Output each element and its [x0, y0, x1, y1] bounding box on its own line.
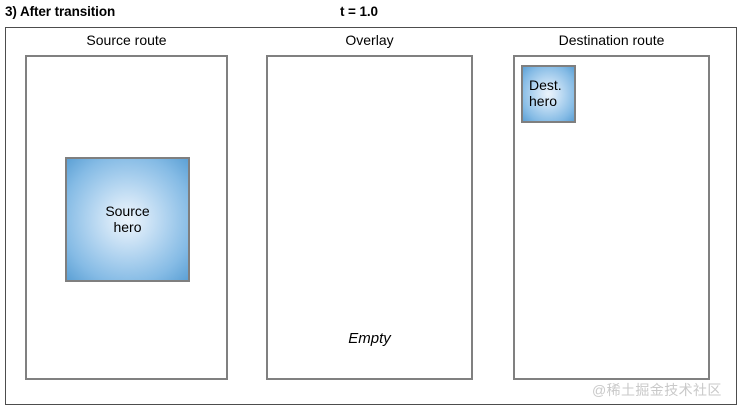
- destination-hero-label-line1: Dest.: [529, 77, 562, 94]
- time-label: t = 1.0: [340, 4, 378, 19]
- panel-source-route: Source route Source hero: [25, 32, 228, 380]
- header: 3) After transition t = 1.0: [0, 0, 742, 27]
- source-hero-label-line1: Source: [105, 202, 150, 219]
- overlay-empty-label: Empty: [348, 330, 391, 347]
- panel-destination-route: Destination route Dest. hero: [513, 32, 710, 380]
- panel-title-overlay: Overlay: [345, 32, 394, 48]
- panel-box-overlay: [266, 55, 473, 380]
- source-hero-box[interactable]: Source hero: [65, 157, 190, 282]
- panel-title-source-route: Source route: [86, 32, 167, 48]
- page-title: 3) After transition: [5, 4, 116, 19]
- panel-title-destination-route: Destination route: [558, 32, 665, 48]
- panel-overlay: Overlay Empty: [266, 32, 473, 380]
- watermark: @稀土掘金技术社区: [592, 382, 722, 398]
- destination-hero-box[interactable]: Dest. hero: [521, 65, 576, 123]
- destination-hero-label-line2: hero: [529, 93, 558, 109]
- source-hero-label-line2: hero: [113, 218, 142, 235]
